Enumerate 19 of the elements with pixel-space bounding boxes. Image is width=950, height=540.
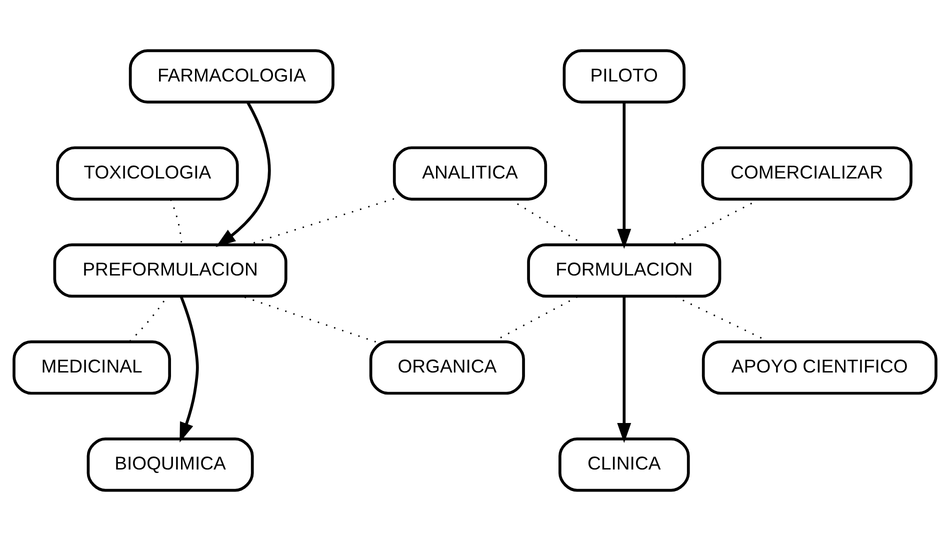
node-box: FORMULACION	[527, 242, 722, 298]
connector	[242, 295, 376, 342]
node-box: FARMACOLOGIA	[128, 48, 334, 104]
arrow	[180, 296, 199, 442]
node-box: MEDICINAL	[12, 340, 171, 394]
connector	[170, 198, 182, 244]
node-box: PREFORMULACION	[53, 242, 288, 298]
arrow	[617, 102, 632, 248]
node-box: CLINICA	[558, 436, 690, 492]
arrow	[216, 100, 271, 247]
node-box: PILOTO	[562, 48, 686, 104]
arrow	[617, 296, 632, 442]
node-box: COMERCIALIZAR	[701, 146, 912, 200]
node-box: ANALITICA	[392, 146, 548, 200]
node-box: BIOQUIMICA	[86, 436, 254, 492]
node-box: TOXICOLOGIA	[56, 146, 239, 200]
node-box: APOYO CIENTIFICO	[702, 340, 938, 394]
node-box: ORGANICA	[369, 340, 525, 394]
connector	[671, 198, 760, 245]
